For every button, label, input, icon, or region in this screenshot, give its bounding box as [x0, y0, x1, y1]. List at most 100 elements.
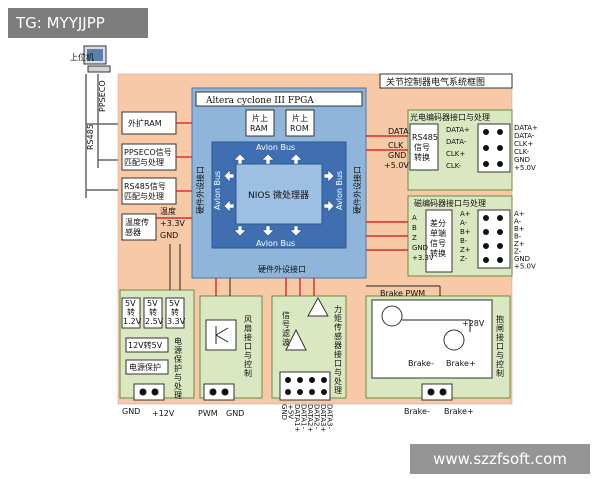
force-connector — [279, 371, 331, 401]
mag-out-pin-6: GND — [514, 255, 530, 263]
temp-label: 温度 — [160, 206, 176, 216]
mag-out-pin-1: A- — [514, 218, 522, 226]
mag-diff-pin-4: Z+ — [460, 246, 471, 254]
ppseco-match-label: PPSECO信号匹配与处理 — [124, 147, 172, 167]
fan-driver — [205, 319, 237, 351]
brake-connector — [421, 383, 453, 401]
force-pin-3: DATA1- — [300, 404, 308, 429]
temp-gnd-label: GND — [160, 231, 178, 240]
power-protect — [125, 359, 169, 375]
conv-1v2 — [121, 297, 141, 329]
diagram-title: 关节控制器电气系统框图 — [386, 76, 485, 88]
onchip-rom-block — [285, 109, 315, 137]
opt-in-pin-0: DATA+ — [446, 126, 470, 134]
mag-diff-pins: A+A-B+B-Z+Z- — [460, 210, 471, 263]
diagram-title-box — [379, 73, 513, 89]
opt-clk-label: CLK — [388, 141, 404, 150]
rs485-match-block — [121, 177, 177, 205]
brake-minus-inner: Brake- — [408, 359, 434, 368]
opt-out-pin-3: CLK- — [514, 148, 530, 156]
temp-sensor-block — [121, 213, 157, 241]
bottom-links — [169, 244, 441, 296]
hw-interface-left: 硬件外设接口 — [195, 166, 205, 214]
rs485-vertical-label: RS485 — [86, 124, 95, 150]
filter-op-amp-2 — [307, 296, 329, 317]
opt-gnd-label: GND — [388, 151, 406, 160]
bus-arrows — [223, 153, 335, 237]
mag-in-pin-0: A — [412, 214, 417, 222]
power-connector — [133, 383, 165, 401]
brake-title: 抱闸接口与控制 — [496, 314, 504, 378]
optical-encoder-title: 光电编码器接口与处理 — [410, 112, 490, 122]
hw-interface-bottom: 硬件外设接口 — [258, 264, 306, 274]
opt-input-pins: DATA+DATA-CLK+CLK- — [446, 126, 470, 170]
hw-interface-right: 硬件外设接口 — [352, 166, 362, 214]
rs485-match-label: RS485信号匹配与处理 — [124, 181, 166, 201]
mag-output-pins: A+A-B+B-Z+Z-GND+5.0V — [514, 210, 536, 271]
conv-12v-label: 12V转5V — [128, 340, 163, 350]
fpga-title-box — [195, 91, 363, 107]
avalon-bus-left: Avlon Bus — [213, 171, 222, 210]
mag-out-pin-0: A+ — [514, 210, 525, 218]
opt-in-pin-2: CLK+ — [446, 150, 465, 158]
magnetic-connector — [477, 209, 511, 269]
opt-data-label: DATA — [388, 127, 409, 136]
force-pin-2: DATA1+ — [293, 404, 301, 432]
mag-in-pin-3: GND — [412, 244, 428, 252]
optical-connector — [477, 123, 511, 173]
ppseco-vertical-label: PPSECO — [98, 80, 107, 112]
mag-out-pin-5: Z- — [514, 248, 522, 256]
brake-minus-label: Brake- — [404, 407, 430, 416]
temp-33v-label: +3.3V — [160, 219, 185, 228]
mag-diff-pin-1: A- — [460, 219, 468, 227]
force-pin-0: GND — [280, 404, 288, 420]
mag-out-pin-3: B- — [514, 233, 522, 241]
force-pin-6: DATA3+ — [319, 404, 327, 432]
opt-out-pin-1: DATA- — [514, 132, 535, 140]
avalon-bus-right: Avlon Bus — [335, 171, 344, 210]
optical-encoder-chip — [409, 123, 439, 171]
brake-pwm-label: Brake PWM — [380, 289, 425, 298]
avalon-bus-top: Avlon Bus — [256, 143, 295, 152]
brake-28v-label: +28V — [462, 319, 485, 328]
force-pin-7: DATA3- — [326, 404, 334, 429]
fan-gnd-label: GND — [226, 409, 244, 418]
mag-in-pin-2: Z — [412, 234, 417, 242]
fpga-title: Altera cyclone III FPGA — [205, 96, 314, 106]
force-pin-4: DATA2+ — [306, 404, 314, 432]
ext-ram-label: 外扩RAM — [128, 118, 162, 128]
force-pin-1: +5V — [287, 404, 295, 419]
mag-in-pin-1: B — [412, 224, 417, 232]
fan-connector — [203, 383, 235, 401]
ppseco-match-block — [121, 143, 177, 171]
watermark-bottom: www.szzfsoft.com — [410, 444, 590, 474]
watermark-top: TG: MYYJJPP — [8, 8, 148, 38]
brake-plus-inner: Brake+ — [446, 359, 476, 368]
nios-processor-block — [235, 163, 323, 225]
opt-out-pin-5: +5.0V — [514, 164, 536, 172]
fan-pwm-label: PWM — [198, 409, 218, 418]
mag-diff-pin-5: Z- — [460, 255, 468, 263]
temp-sensor-label: 温度传感器 — [125, 217, 149, 237]
filter-op-amp-1 — [285, 328, 307, 351]
magnetic-encoder-title: 磁编码器接口与处理 — [414, 198, 486, 208]
opt-out-pin-2: CLK+ — [514, 140, 533, 148]
opt-in-pin-3: CLK- — [446, 162, 462, 170]
magnetic-chip-label: 差分单端信号转换 — [430, 218, 446, 258]
brake-plus-label: Brake+ — [444, 407, 474, 416]
conv-3v3 — [165, 297, 185, 329]
power-12v-label: +12V — [152, 409, 175, 418]
left-arrows — [156, 122, 192, 219]
conv-12v-5v — [125, 337, 169, 353]
nios-label: NIOS 微处理器 — [248, 189, 309, 201]
force-pin-5: DATA2- — [313, 404, 321, 429]
force-pin-labels: GND+5VDATA1+DATA1-DATA2+DATA2-DATA3+DATA… — [280, 404, 334, 432]
force-title: 力矩传感器接口与处理 — [334, 304, 342, 395]
conv-2v5 — [143, 297, 163, 329]
